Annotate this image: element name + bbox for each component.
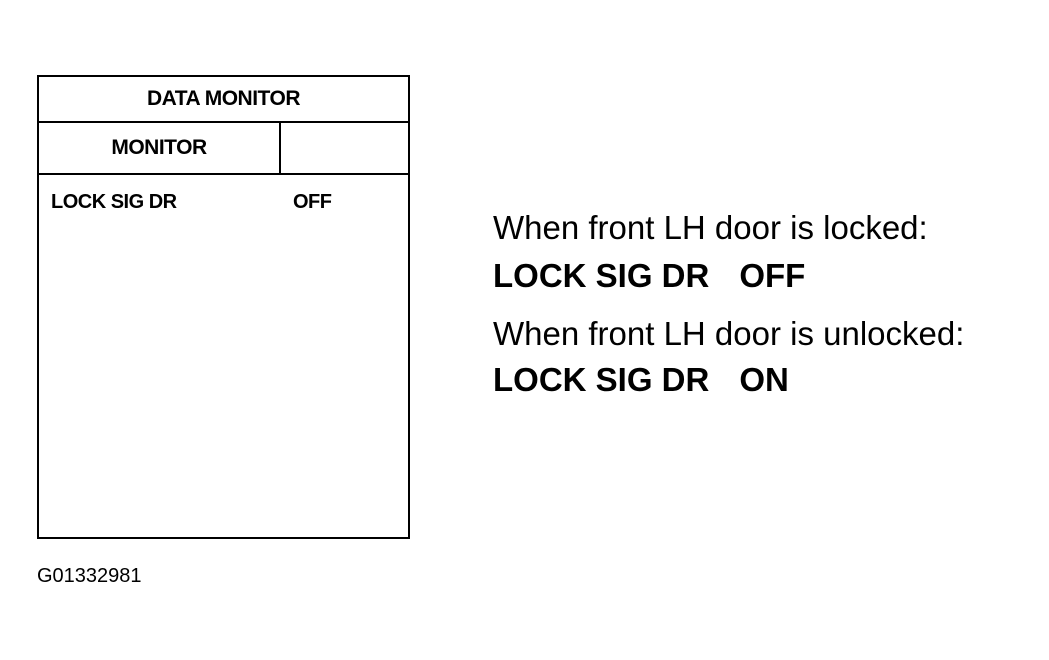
unlocked-result-item: LOCK SIG DR [493,361,710,398]
locked-result-item: LOCK SIG DR [493,257,710,294]
unlocked-condition-text: When front LH door is unlocked: [493,315,965,352]
panel-header-row: MONITOR [39,123,408,175]
value-column-header [281,123,408,173]
locked-result-value: OFF [739,257,806,294]
monitor-item-label: LOCK SIG DR [51,191,177,213]
unlocked-result-value: ON [739,361,789,398]
figure-id: G01332981 [37,565,142,587]
data-monitor-panel: DATA MONITOR MONITOR LOCK SIG DR OFF [37,75,410,539]
panel-title: DATA MONITOR [39,77,408,123]
monitor-item-value: OFF [293,191,332,213]
monitor-column-header: MONITOR [39,123,281,173]
locked-result-line: LOCK SIG DR OFF [493,257,805,295]
locked-condition-text: When front LH door is locked: [493,209,928,246]
unlocked-result-line: LOCK SIG DR ON [493,361,789,399]
